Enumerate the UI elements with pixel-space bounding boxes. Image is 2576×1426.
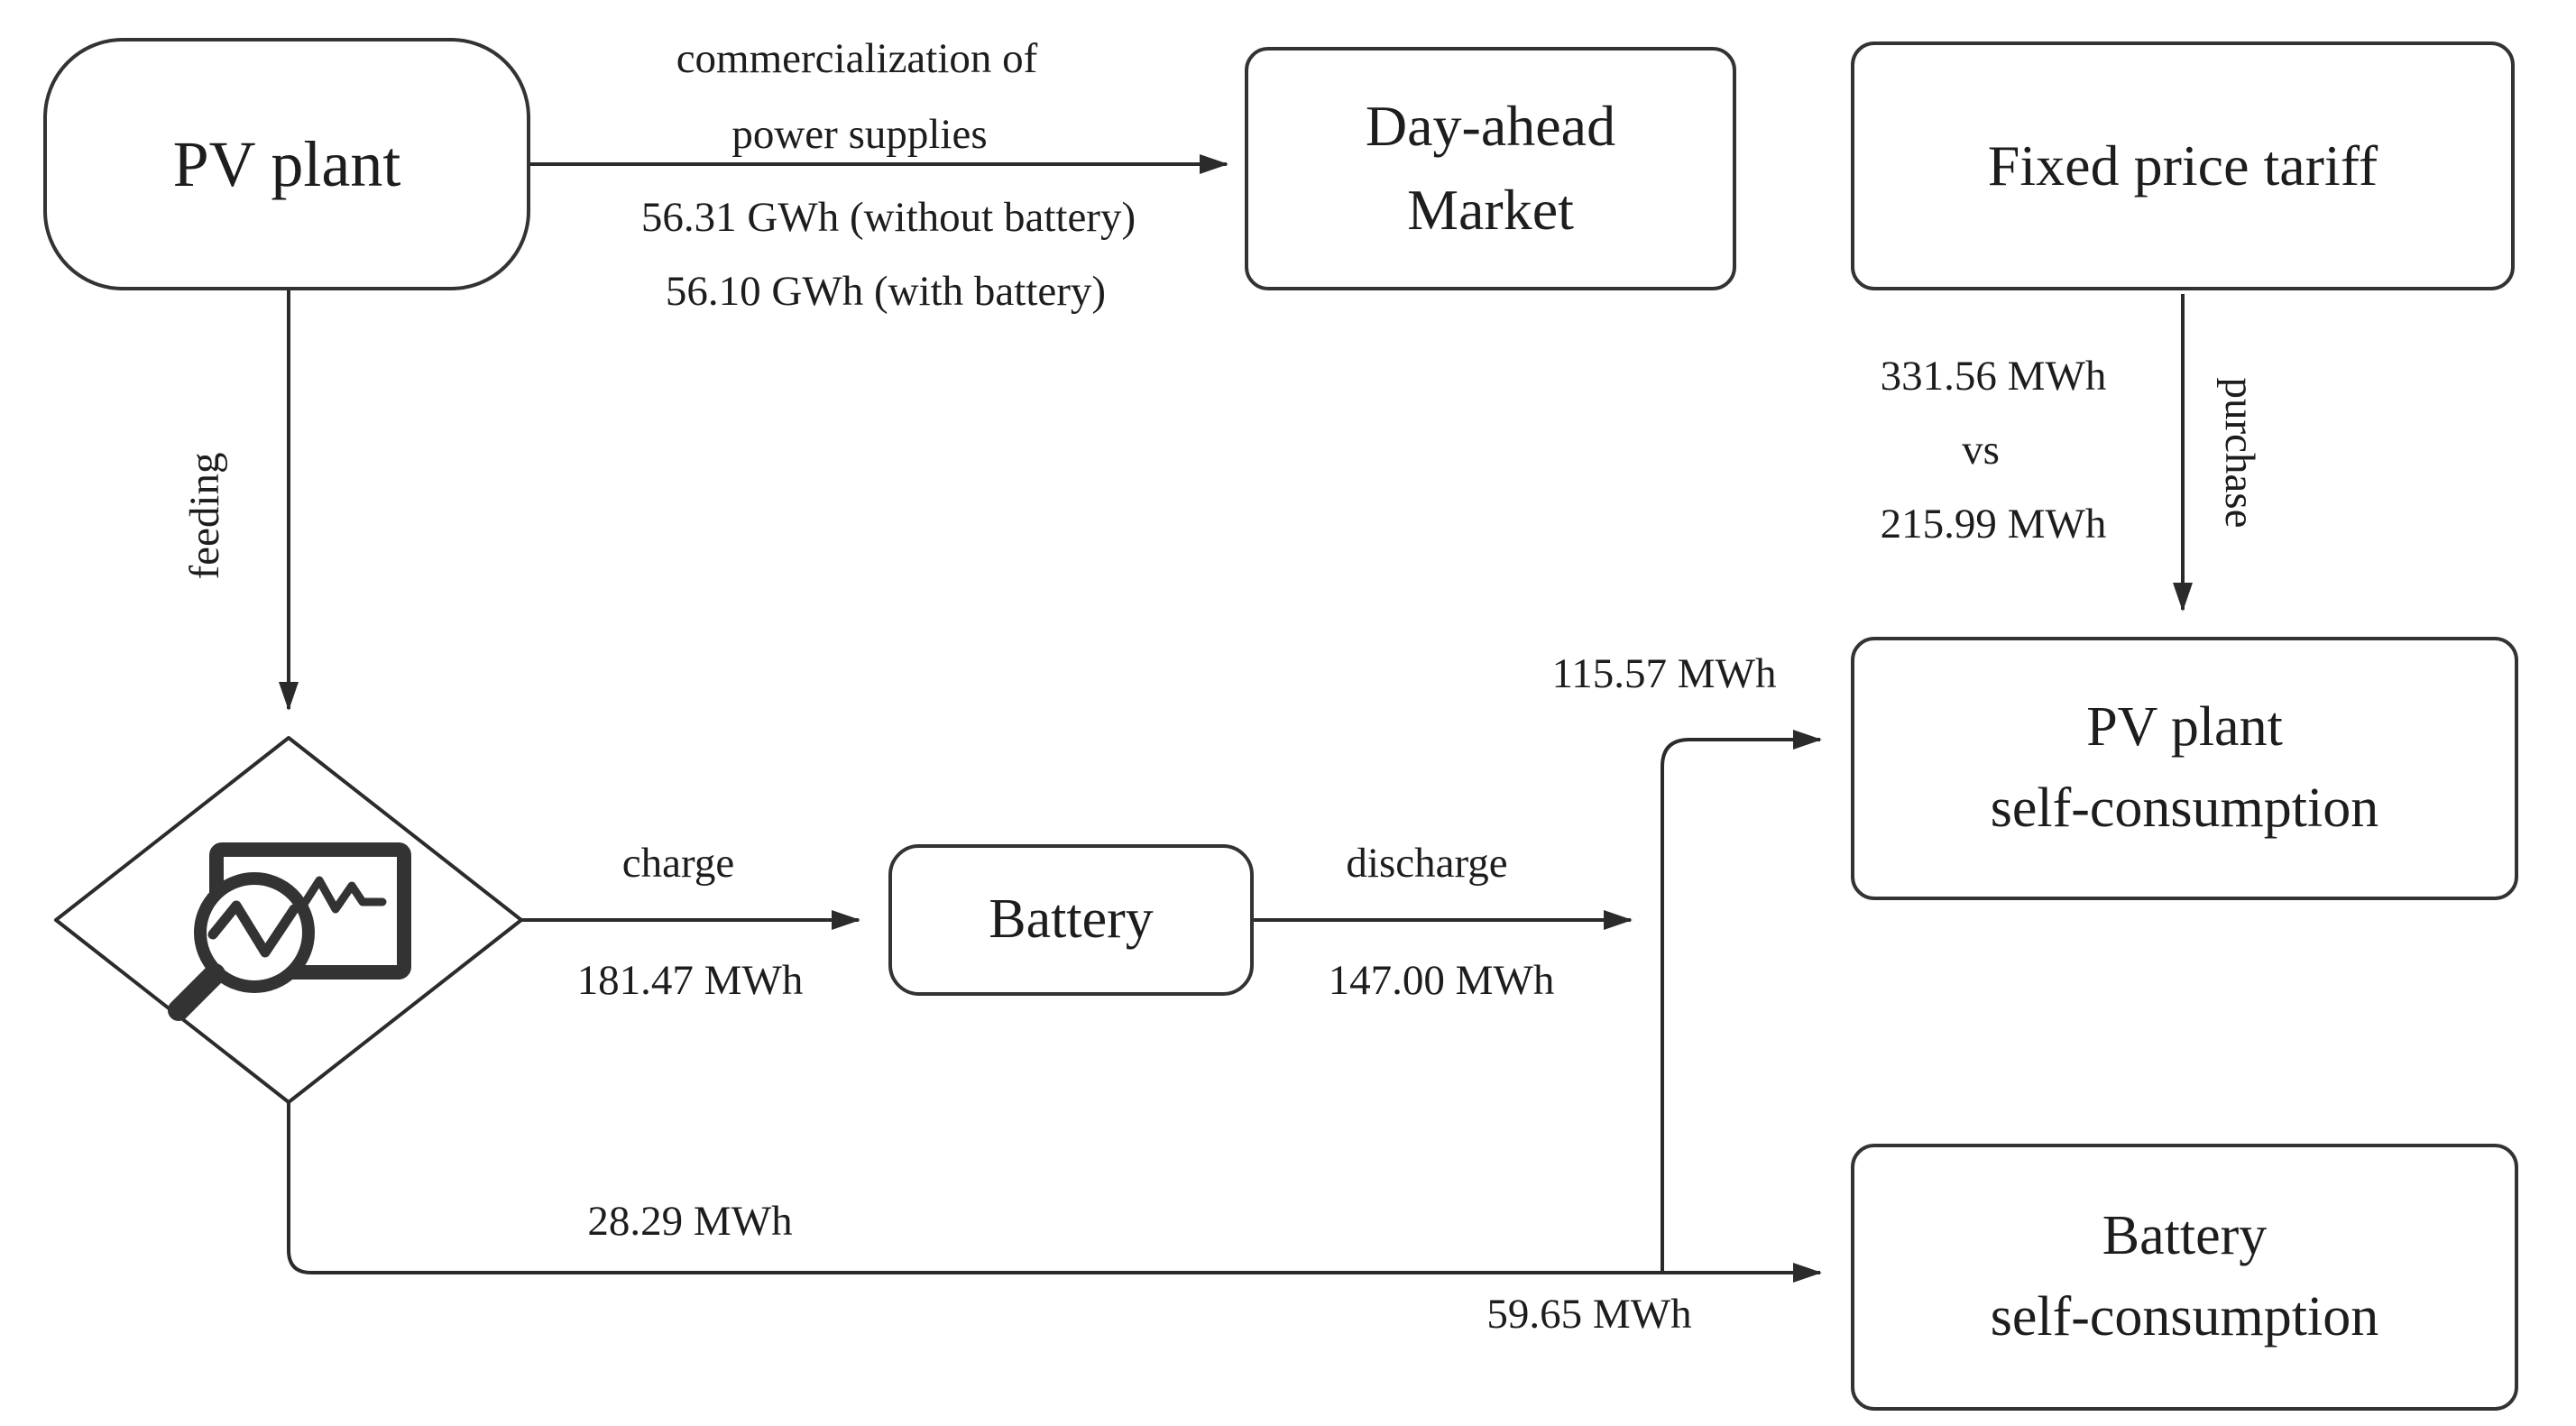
edge-diamond-bottom-arrow (287, 1102, 1822, 1283)
diamond-to-battery-self-value: 28.29 MWh (587, 1198, 793, 1246)
node-pv-plant-self-consumption: PV plant self-consumption (1851, 637, 2518, 900)
to-pv-self-consumption-value: 115.57 MWh (1551, 650, 1777, 698)
battery-label: Battery (989, 888, 1154, 951)
purchase-value-a: 331.56 MWh (1880, 353, 2107, 400)
node-day-ahead-market: Day-ahead Market (1245, 47, 1736, 290)
commercialization-value-without-battery: 56.31 GWh (without battery) (640, 194, 1136, 242)
day-ahead-market-line1: Day-ahead (1365, 94, 1616, 159)
pv-plant-label: PV plant (172, 127, 401, 200)
charge-label: charge (621, 840, 735, 888)
feeding-label: feeding (181, 452, 229, 580)
battery-self-consumption-line2: self-consumption (1990, 1286, 2379, 1348)
discharge-value: 147.00 MWh (1328, 957, 1555, 1005)
charge-value: 181.47 MWh (576, 957, 804, 1005)
purchase-value-b: 215.99 MWh (1880, 501, 2107, 548)
commercialization-label-line2: power supplies (731, 111, 988, 159)
node-pv-plant: PV plant (43, 38, 530, 290)
node-battery-self-consumption: Battery self-consumption (1851, 1144, 2518, 1411)
edge-trunk-up-arrow (1661, 730, 1822, 920)
node-fixed-price-tariff: Fixed price tariff (1851, 41, 2515, 290)
pv-plant-self-consumption-line2: self-consumption (1990, 777, 2379, 839)
fixed-price-tariff-label: Fixed price tariff (1987, 133, 2378, 198)
day-ahead-market-line2: Market (1407, 178, 1574, 242)
chart-monitor-magnifier-icon (168, 842, 411, 1021)
into-battery-self-value: 59.65 MWh (1486, 1291, 1692, 1339)
purchase-label: purchase (2215, 377, 2263, 529)
commercialization-value-with-battery: 56.10 GWh (with battery) (665, 268, 1107, 316)
pv-plant-self-consumption-line1: PV plant (2086, 696, 2283, 759)
purchase-vs: vs (1962, 427, 2000, 474)
commercialization-label-line1: commercialization of (676, 35, 1038, 83)
discharge-label: discharge (1346, 840, 1508, 888)
node-battery: Battery (888, 844, 1254, 996)
battery-self-consumption-line1: Battery (2102, 1205, 2268, 1267)
